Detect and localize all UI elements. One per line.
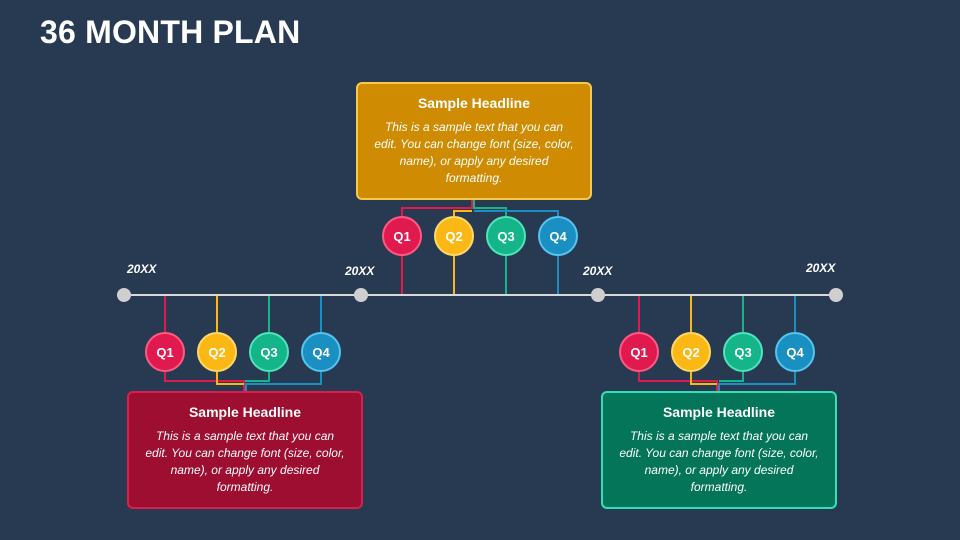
block-1-headline: Sample Headline	[188, 404, 302, 420]
block-1-q1-circle: Q1	[145, 332, 185, 372]
block-2-text: This is a sample text that you can edit.…	[374, 120, 574, 185]
year-label-1: 20XX	[127, 262, 157, 276]
block-2-headline: Sample Headline	[417, 95, 531, 111]
block-3-q3-circle: Q3	[723, 332, 763, 372]
block-3-q1-circle: Q1	[619, 332, 659, 372]
block-1-text: This is a sample text that you can edit.…	[145, 429, 345, 494]
block-1-card: Sample Headline This is a sample text th…	[127, 391, 363, 509]
block-2-q4-circle: Q4	[538, 216, 578, 256]
slide-title: 36 MONTH PLAN	[40, 14, 301, 50]
block-1-q2-circle: Q2	[197, 332, 237, 372]
block-1-q4-circle: Q4	[301, 332, 341, 372]
timeline-node-3	[591, 288, 605, 302]
timeline-node-2	[354, 288, 368, 302]
block-3-card: Sample Headline This is a sample text th…	[601, 391, 837, 509]
block-2-q2-circle: Q2	[434, 216, 474, 256]
block-2-q1-circle: Q1	[382, 216, 422, 256]
block-3-headline: Sample Headline	[662, 404, 776, 420]
block-1-connectors	[164, 296, 322, 391]
block-2-q3-circle: Q3	[486, 216, 526, 256]
block-3-text: This is a sample text that you can edit.…	[619, 429, 819, 494]
block-2-connectors	[401, 199, 559, 294]
timeline-node-1	[117, 288, 131, 302]
block-1-q3-circle: Q3	[249, 332, 289, 372]
year-label-3: 20XX	[583, 264, 613, 278]
year-label-2: 20XX	[345, 264, 375, 278]
block-3-q2-circle: Q2	[671, 332, 711, 372]
block-3-connectors	[638, 296, 796, 391]
block-3-q4-circle: Q4	[775, 332, 815, 372]
year-label-4: 20XX	[806, 261, 836, 275]
block-2-card: Sample Headline This is a sample text th…	[356, 82, 592, 200]
timeline-node-4	[829, 288, 843, 302]
